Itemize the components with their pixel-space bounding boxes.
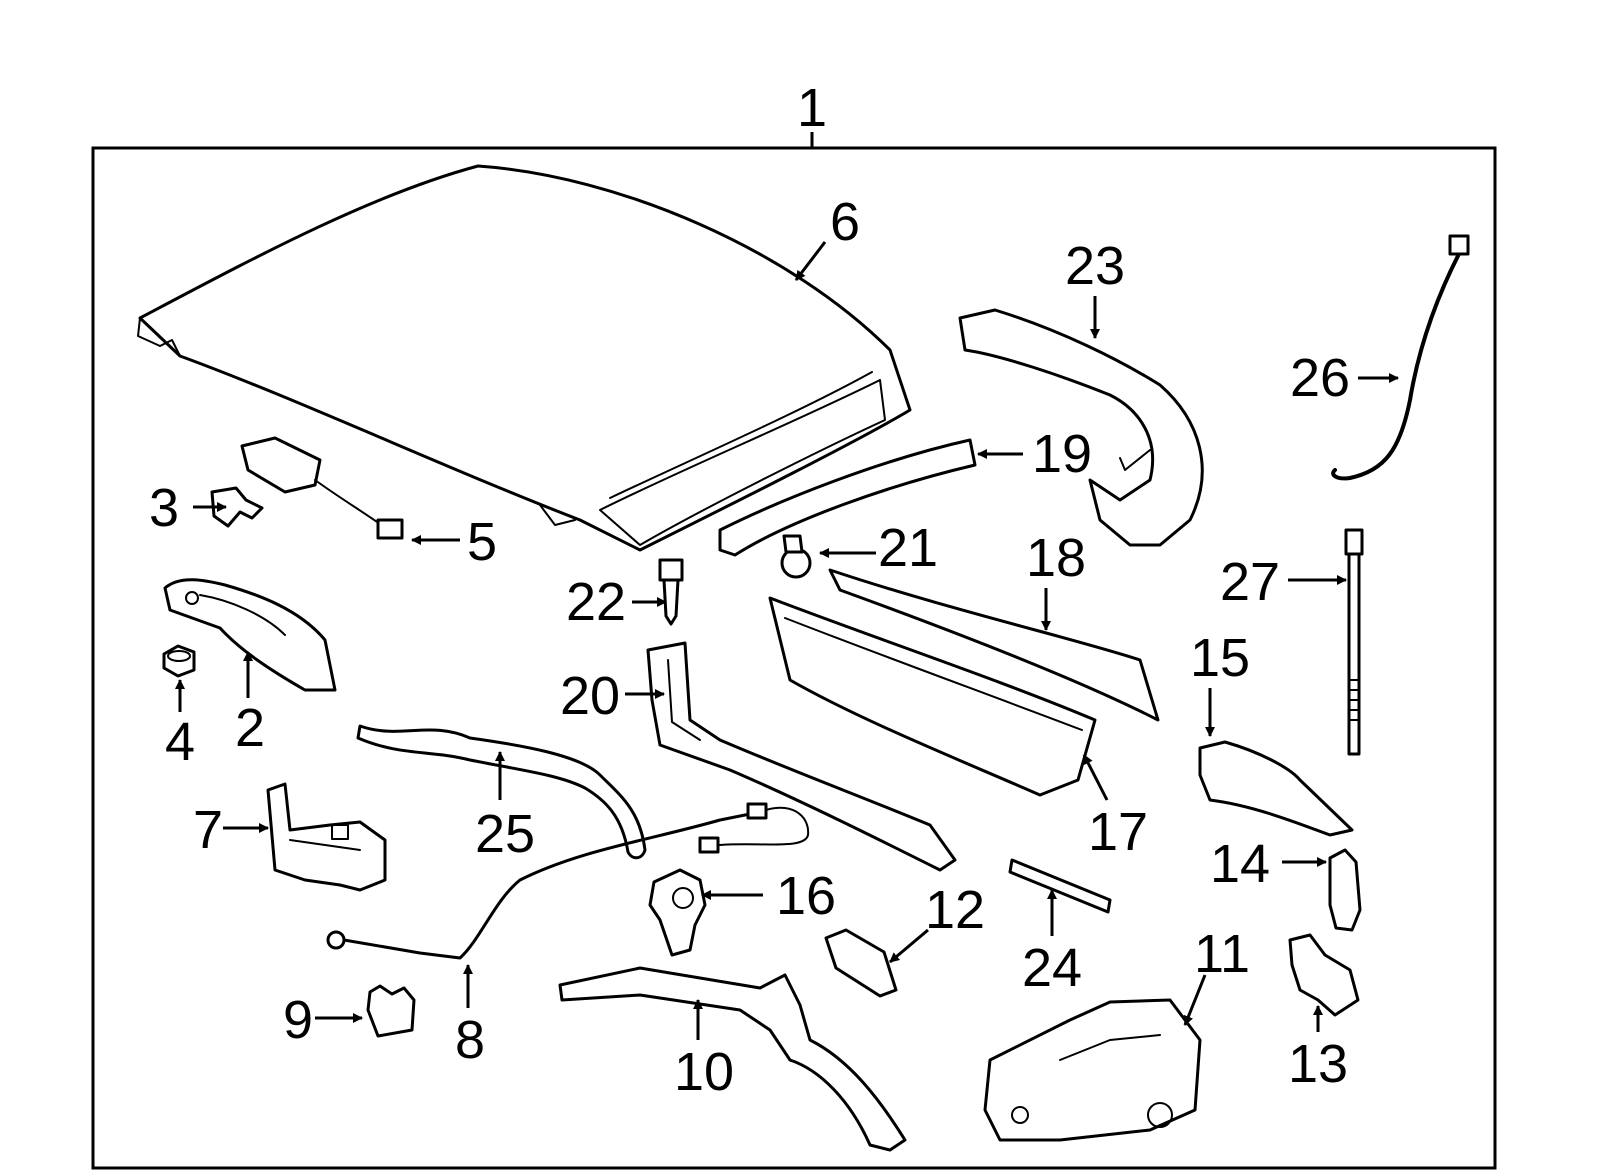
callout-5: 5 [467,512,497,572]
callout-22: 22 [566,572,626,632]
part-clip-3[interactable] [210,486,264,528]
part-cable-assembly[interactable] [326,802,810,960]
callout-labels: 1 6 23 19 26 3 5 21 18 22 27 15 20 2 4 2… [149,78,1350,1102]
part-pin[interactable] [1008,858,1112,914]
callout-4: 4 [165,712,195,772]
part-retainer[interactable] [648,868,707,957]
part-pivot-block[interactable] [824,928,898,998]
callout-19: 19 [1032,424,1092,484]
leader-lines [175,241,1399,1040]
callout-16: 16 [776,866,836,926]
callout-14: 14 [1210,834,1270,894]
assembly-frame [91,146,1497,1170]
part-switch-harness[interactable] [240,436,404,540]
part-link-plate[interactable] [1328,848,1362,932]
callout-10: 10 [674,1042,734,1102]
part-hinge-arm[interactable] [958,308,1204,547]
callout-15: 15 [1190,628,1250,688]
callout-3: 3 [149,478,179,538]
part-release-cable[interactable] [1331,234,1470,481]
callout-26: 26 [1290,348,1350,408]
part-mount-bracket[interactable] [1198,740,1354,837]
callout-17: 17 [1088,802,1148,862]
part-nut[interactable] [162,644,196,678]
callout-12: 12 [925,880,985,940]
part-rear-lid-panel[interactable] [768,596,1097,797]
part-window-glass[interactable] [828,568,1160,722]
callout-27: 27 [1220,552,1280,612]
part-roof-panel[interactable] [137,164,912,552]
part-seal-strip[interactable] [718,438,977,557]
part-grommet[interactable] [780,534,812,579]
callout-8: 8 [455,1010,485,1070]
part-rear-frame-rail[interactable] [646,641,957,872]
part-hinge-bracket[interactable] [163,578,337,692]
callout-7: 7 [193,800,223,860]
callout-21: 21 [878,518,938,578]
callout-9: 9 [283,990,313,1050]
part-drive-motor[interactable] [983,998,1202,1142]
callout-24: 24 [1022,938,1082,998]
part-clip-9[interactable] [366,984,416,1038]
callout-25: 25 [475,804,535,864]
part-latch[interactable] [266,782,387,892]
callout-2: 2 [235,698,265,758]
callout-18: 18 [1026,528,1086,588]
callout-11: 11 [1194,924,1250,984]
part-hook-bracket[interactable] [1288,933,1360,1017]
callout-6: 6 [830,192,860,252]
callout-1: 1 [797,78,827,138]
callout-13: 13 [1288,1034,1348,1094]
callout-23: 23 [1065,236,1125,296]
part-threaded-rod[interactable] [1344,528,1364,756]
callout-20: 20 [560,666,620,726]
part-screw[interactable] [658,558,684,626]
part-lever-arm[interactable] [558,966,907,1152]
